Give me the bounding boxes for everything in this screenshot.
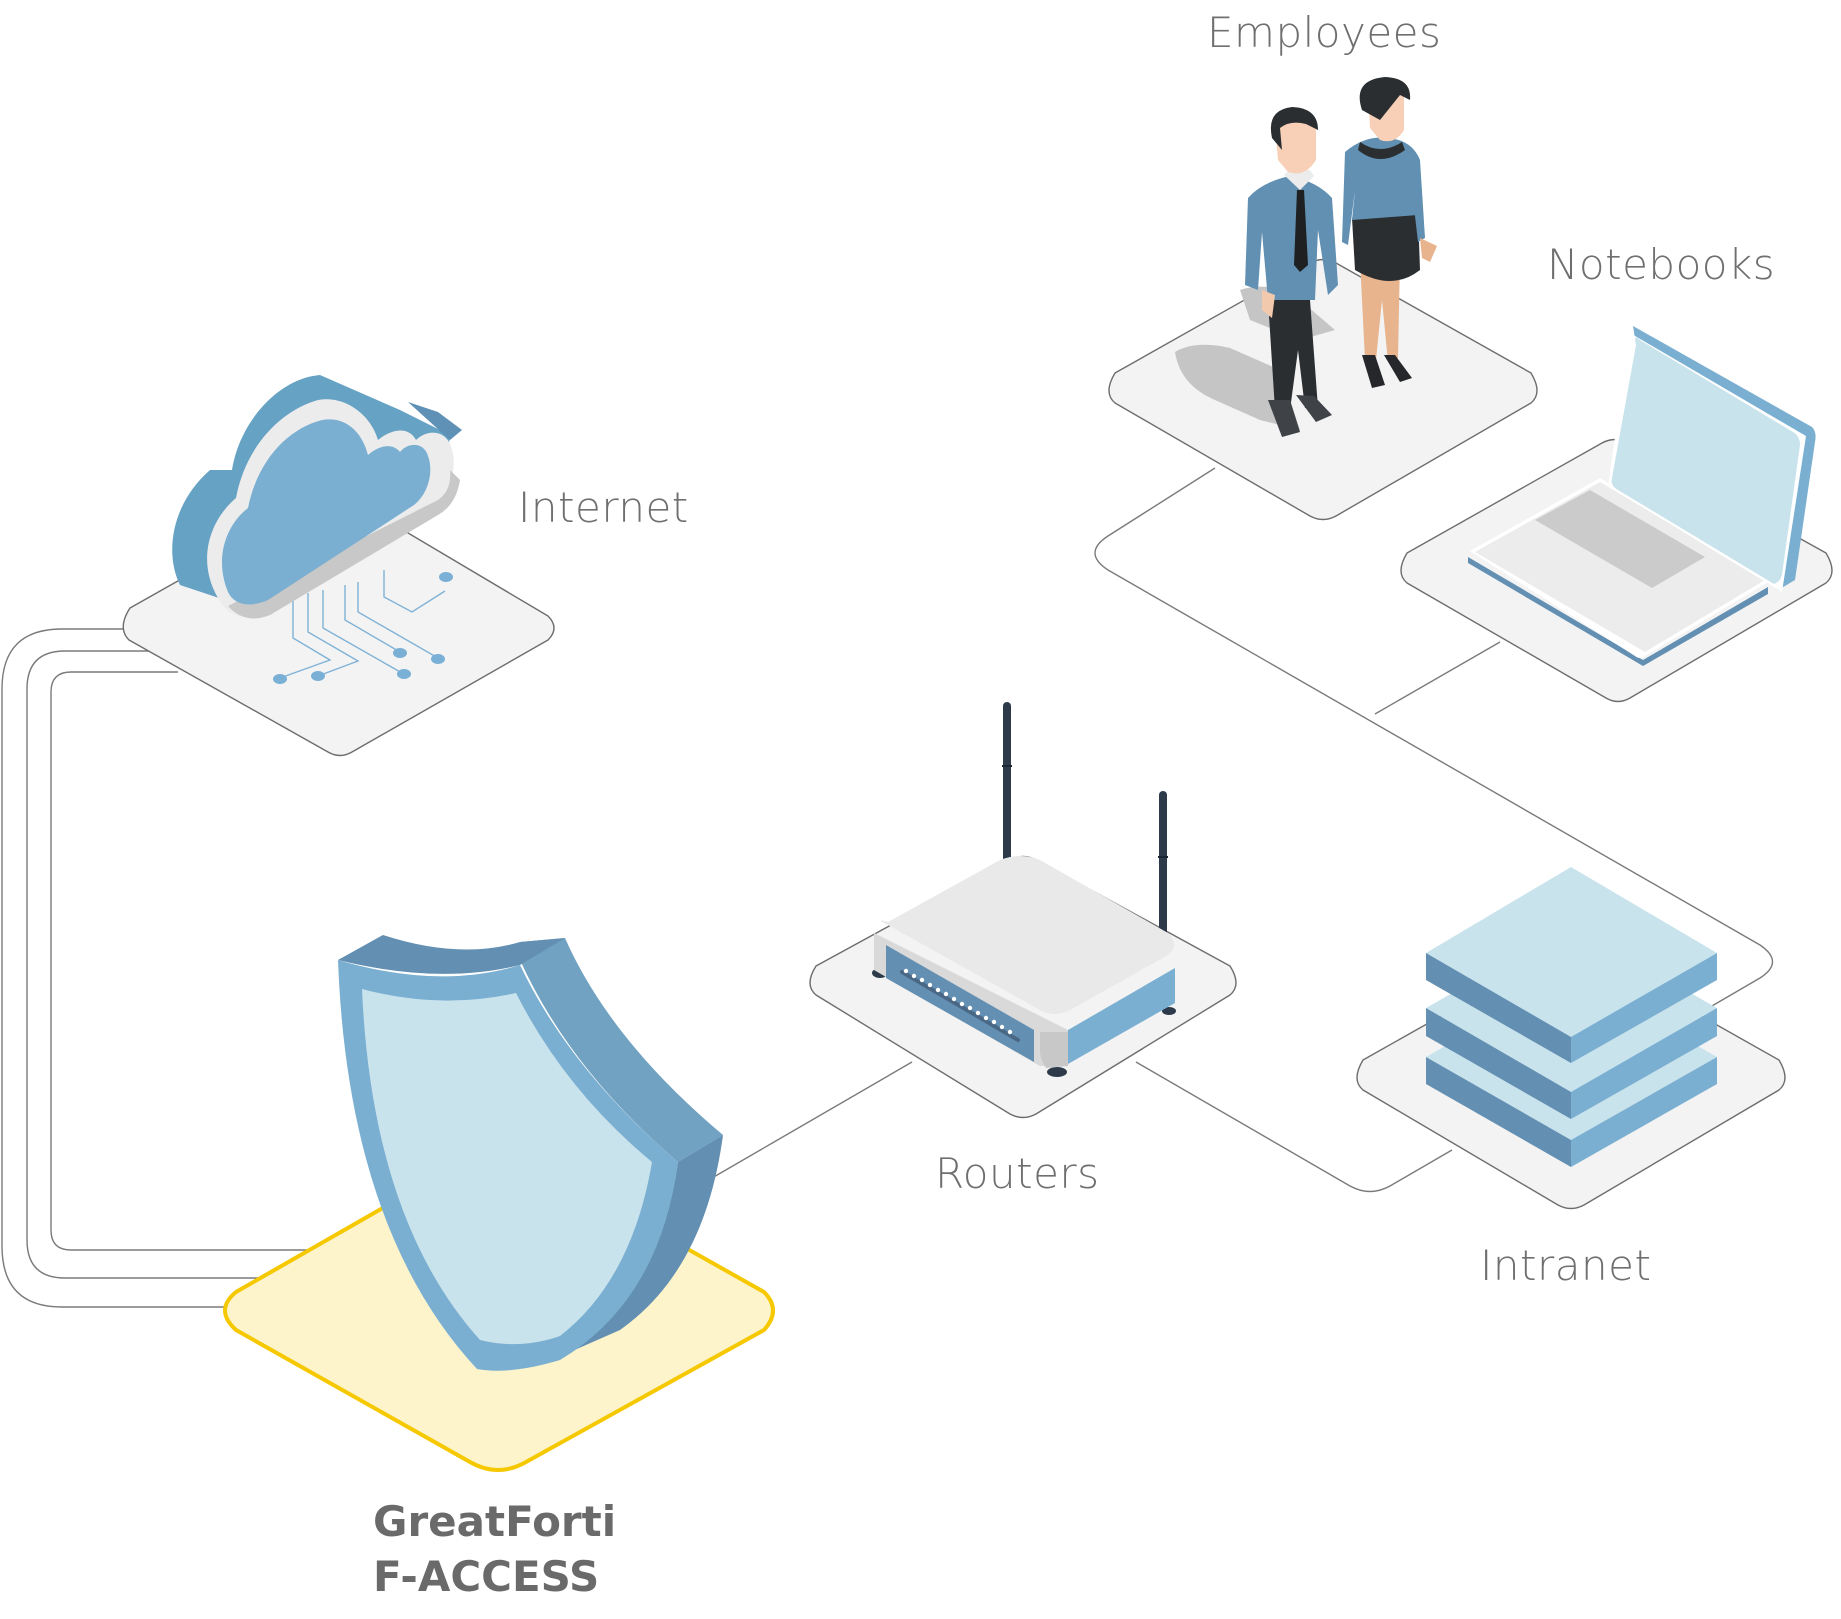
- man-figure: [1245, 107, 1338, 437]
- wire-firewall-router: [711, 1061, 913, 1179]
- notebooks-node[interactable]: Notebooks: [1400, 240, 1833, 703]
- circuit-dots: [273, 572, 453, 684]
- router-leds: [903, 968, 1013, 1035]
- internet-label: Internet: [518, 483, 689, 532]
- employees-plate: [1108, 258, 1538, 521]
- keyboard-keys: [1535, 490, 1705, 588]
- wire-intranet-employees: [1094, 467, 1774, 1011]
- router-icon: [872, 702, 1176, 1077]
- firewall-node[interactable]: GreatForti F-ACCESS: [223, 935, 775, 1601]
- intranet-label: Intranet: [1480, 1241, 1651, 1290]
- people-icon: [1245, 77, 1437, 437]
- shield-icon: [338, 935, 723, 1371]
- firewall-label-line2: F-ACCESS: [373, 1552, 599, 1601]
- routers-node[interactable]: Routers: [809, 702, 1237, 1198]
- intranet-node[interactable]: Intranet: [1356, 867, 1786, 1290]
- routers-label: Routers: [935, 1149, 1100, 1198]
- notebooks-label: Notebooks: [1547, 240, 1775, 289]
- circuit-traces: [279, 570, 446, 679]
- employees-node[interactable]: Employees: [1108, 8, 1538, 521]
- wire-internet-firewall-outer: [1, 628, 228, 1308]
- wire-internet-firewall-middle: [26, 650, 270, 1279]
- woman-figure: [1342, 77, 1437, 388]
- connector-wires: [1, 467, 1774, 1308]
- wire-employees-notebooks: [1374, 641, 1501, 715]
- internet-node[interactable]: Internet: [122, 375, 689, 757]
- cloud-icon: [172, 375, 462, 619]
- laptop-icon: [1468, 326, 1816, 666]
- employees-label: Employees: [1207, 8, 1441, 57]
- wire-router-intranet: [1135, 1061, 1453, 1193]
- firewall-label-line1: GreatForti: [373, 1497, 616, 1546]
- wire-internet-firewall-inner: [50, 671, 320, 1251]
- server-stack-icon: [1426, 867, 1717, 1167]
